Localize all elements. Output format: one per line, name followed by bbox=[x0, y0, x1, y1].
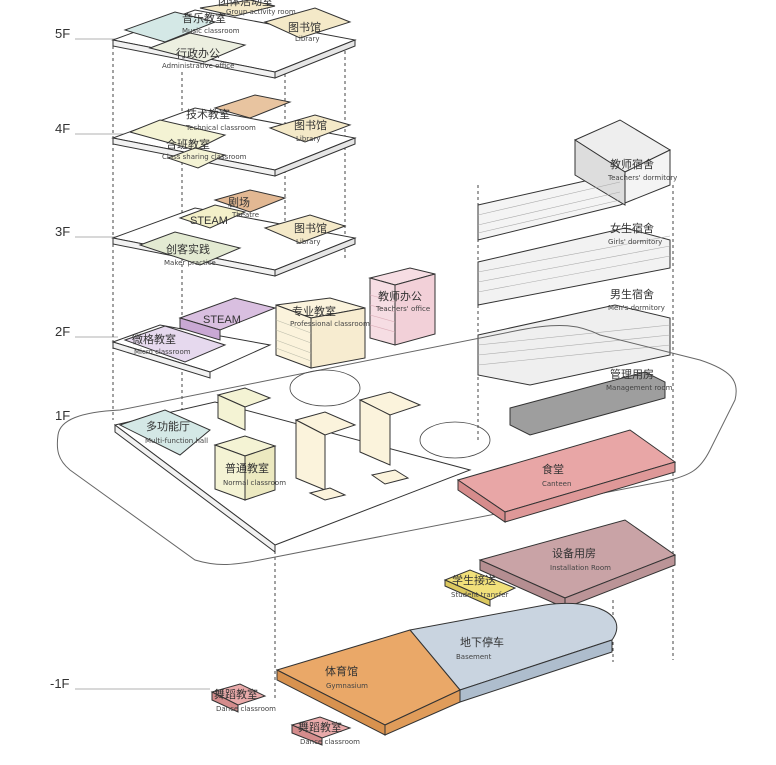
label-basement-cn: 地下停车 bbox=[460, 635, 504, 649]
label-girls-dorm-en: Girls' dormitory bbox=[608, 238, 662, 246]
label-admin-cn: 行政办公 bbox=[176, 46, 220, 60]
label-gymnasium-en: Gymnasium bbox=[326, 682, 368, 690]
floor-b1f: 地下停车 Basement 体育馆 Gymnasium 舞蹈教室 Dance c… bbox=[210, 602, 618, 746]
label-multi-hall-en: Multi-function hall bbox=[145, 437, 208, 445]
floor-label-4f: 4F bbox=[55, 121, 70, 136]
label-basement-en: Basement bbox=[456, 653, 492, 661]
label-library4-en: Library bbox=[296, 135, 320, 143]
label-dance1-cn: 舞蹈教室 bbox=[214, 687, 258, 701]
label-micro-cn: 微格教室 bbox=[132, 332, 176, 346]
label-dance2-cn: 舞蹈教室 bbox=[298, 720, 342, 734]
label-canteen-cn: 食堂 bbox=[542, 462, 564, 476]
label-installation-en: Installation Room bbox=[550, 564, 611, 572]
label-normal-en: Normal classroom bbox=[223, 479, 286, 487]
label-library3-cn: 图书馆 bbox=[294, 221, 327, 235]
floor-3f: STEAM 剧场 Theatre 图书馆 Library 创客实践 Maker … bbox=[111, 189, 357, 277]
label-library3-en: Library bbox=[296, 238, 320, 246]
label-student-transfer-en: Student transfer bbox=[451, 591, 509, 599]
floor-5f: 音乐教室 Music classroom 团体活动室 Group activit… bbox=[111, 0, 357, 79]
label-gymnasium-cn: 体育馆 bbox=[325, 664, 358, 678]
label-dance1-en: Dance classroom bbox=[216, 705, 276, 713]
label-theatre-en: Theatre bbox=[231, 211, 259, 219]
floor-label-2f: 2F bbox=[55, 324, 70, 339]
label-normal-cn: 普通教室 bbox=[225, 461, 269, 475]
label-student-transfer-cn: 学生接送 bbox=[452, 573, 496, 587]
label-library5-cn: 图书馆 bbox=[288, 20, 321, 34]
label-professional-en: Professional classroom bbox=[290, 320, 370, 328]
label-steam3: STEAM bbox=[190, 215, 228, 227]
label-steam2: STEAM bbox=[203, 314, 241, 326]
label-girls-dorm-cn: 女生宿舍 bbox=[610, 221, 654, 235]
installation-block: 设备用房 Installation Room 学生接送 Student tran… bbox=[443, 519, 677, 609]
label-professional-cn: 专业教室 bbox=[292, 304, 336, 318]
label-teachers-office-cn: 教师办公 bbox=[378, 290, 422, 303]
label-theatre-cn: 剧场 bbox=[228, 195, 250, 209]
label-group-activity-cn: 团体活动室 bbox=[218, 0, 273, 8]
label-library4-cn: 图书馆 bbox=[294, 118, 327, 132]
floor-4f: 技术教室 Technical classroom 图书馆 Library 合班教… bbox=[111, 94, 357, 177]
label-maker-cn: 创客实践 bbox=[166, 242, 210, 256]
label-teachers-dorm-cn: 教师宿舍 bbox=[610, 157, 654, 171]
label-class-sharing-cn: 合班教室 bbox=[166, 137, 210, 151]
label-maker-en: Maker practice bbox=[164, 259, 216, 267]
label-technical-en: Technical classroom bbox=[185, 124, 256, 132]
label-teachers-dorm-en: Teachers' dormitory bbox=[607, 174, 677, 182]
floor-label-5f: 5F bbox=[55, 26, 70, 41]
label-music-cn: 音乐教室 bbox=[182, 11, 226, 25]
floor-label-b1f: -1F bbox=[50, 676, 70, 691]
floor-2f: STEAM 微格教室 Micro classroom 专业教室 Professi… bbox=[111, 267, 436, 379]
floor-label-1f: 1F bbox=[55, 408, 70, 423]
label-music-en: Music classroom bbox=[182, 27, 240, 35]
label-installation-cn: 设备用房 bbox=[552, 546, 596, 560]
label-multi-hall-cn: 多功能厅 bbox=[146, 419, 190, 433]
label-dance2-en: Dance classroom bbox=[300, 738, 360, 746]
label-mens-dorm-cn: 男生宿舍 bbox=[610, 287, 654, 301]
label-group-activity-en: Group activity room bbox=[226, 8, 296, 16]
floor-label-3f: 3F bbox=[55, 224, 70, 239]
label-management-cn: 管理用房 bbox=[610, 367, 654, 381]
label-library5-en: Library bbox=[295, 35, 319, 43]
label-micro-en: Micro classroom bbox=[134, 348, 191, 356]
label-mens-dorm-en: Men's dormitory bbox=[608, 304, 665, 312]
label-class-sharing-en: Class sharing classroom bbox=[162, 153, 247, 161]
label-teachers-office-en: Teachers' office bbox=[375, 305, 430, 313]
label-admin-en: Administrative office bbox=[162, 62, 234, 70]
dormitories: 教师宿舍 Teachers' dormitory 女生宿舍 Girls' dor… bbox=[477, 119, 677, 436]
label-canteen-en: Canteen bbox=[542, 480, 571, 488]
floor-labels: 5F 4F 3F 2F 1F -1F bbox=[50, 26, 210, 691]
floor-1f: 多功能厅 Multi-function hall 普通教室 Normal cla… bbox=[56, 324, 737, 565]
label-technical-cn: 技术教室 bbox=[186, 107, 230, 121]
label-management-en: Management room bbox=[606, 384, 673, 392]
